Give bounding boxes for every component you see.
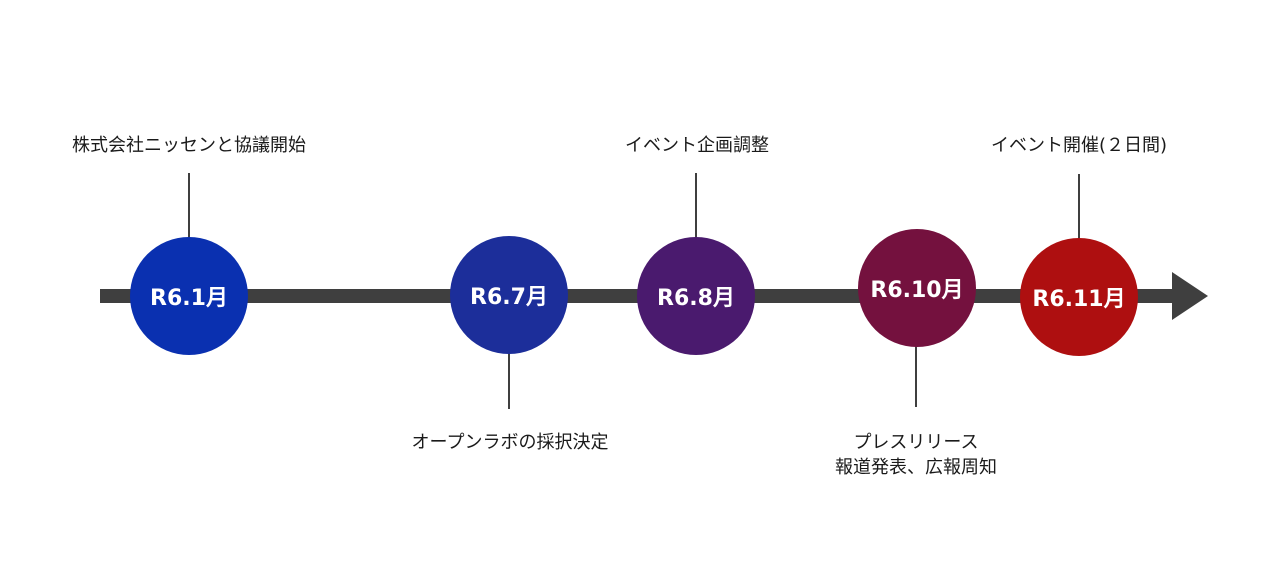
connector-r6-1 <box>188 173 190 239</box>
connector-r6-11 <box>1078 174 1080 240</box>
caption-line: オープンラボの採択決定 <box>411 432 609 453</box>
connector-r6-8 <box>695 173 697 239</box>
milestone-label: R6.10月 <box>870 278 964 303</box>
connector-r6-10 <box>915 343 917 407</box>
milestone-r6-10: R6.10月 <box>858 229 976 347</box>
caption-r6-10: プレスリリース 報道発表、広報周知 <box>810 430 1022 480</box>
caption-r6-8: イベント企画調整 <box>596 133 798 158</box>
caption-line: 報道発表、広報周知 <box>835 457 997 478</box>
milestone-label: R6.8月 <box>657 286 735 311</box>
milestone-r6-7: R6.7月 <box>450 236 568 354</box>
caption-line: イベント開催(２日間) <box>990 135 1168 156</box>
milestone-label: R6.7月 <box>470 285 548 310</box>
milestone-r6-11: R6.11月 <box>1020 238 1138 356</box>
milestone-label: R6.11月 <box>1032 287 1126 312</box>
milestone-r6-1: R6.1月 <box>130 237 248 355</box>
caption-line: プレスリリース <box>853 432 979 453</box>
milestone-label: R6.1月 <box>150 286 228 311</box>
milestone-r6-8: R6.8月 <box>637 237 755 355</box>
caption-line: 株式会社ニッセンと協議開始 <box>72 135 306 156</box>
timeline-arrowhead <box>1172 272 1208 320</box>
caption-r6-11: イベント開催(２日間) <box>966 133 1192 158</box>
caption-r6-1: 株式会社ニッセンと協議開始 <box>48 133 330 158</box>
caption-line: イベント企画調整 <box>625 135 769 156</box>
connector-r6-7 <box>508 353 510 409</box>
caption-r6-7: オープンラボの採択決定 <box>380 430 640 455</box>
